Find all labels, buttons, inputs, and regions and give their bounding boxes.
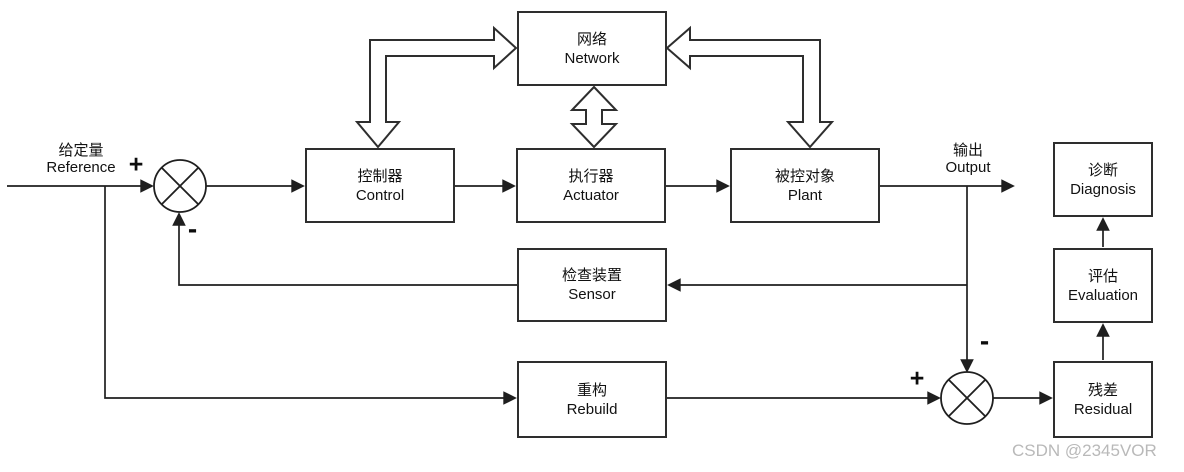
network-control-link-arrow [354,25,518,149]
block-diagnosis-label-en: Diagnosis [1070,180,1136,198]
sign-rebuild-plus: + [909,364,925,393]
label-output: 输出 Output [908,142,1028,176]
network-plant-link-arrow [665,25,835,149]
block-plant: 被控对象 Plant [730,148,880,223]
label-reference-en: Reference [46,159,116,176]
sign-output-minus: - [979,325,989,356]
block-plant-label-zh: 被控对象 [774,167,835,185]
arrow-sensor-to-junction [172,212,517,286]
block-control-label-en: Control [355,186,405,204]
block-sensor-label-zh: 检查装置 [561,267,622,284]
block-actuator: 执行器 Actuator [516,148,666,223]
summing-junction-right [940,371,994,425]
watermark-text: CSDN @2345VOR [1012,441,1157,460]
block-network-label-en: Network [564,49,620,67]
block-actuator-label-en: Actuator [563,186,619,204]
summing-junction-left [153,159,207,213]
block-residual: 残差 Residual [1053,361,1153,438]
arrow-reference-branch-to-rebuild [104,186,517,405]
block-sensor: 检查装置 Sensor [517,248,667,322]
block-evaluation-label-zh: 评估 [1087,267,1118,285]
label-reference-zh: 给定量 [58,142,104,159]
block-diagnosis-label-zh: 诊断 [1087,161,1118,179]
block-rebuild-label-zh: 重构 [576,381,607,399]
block-evaluation-label-en: Evaluation [1067,286,1139,304]
block-evaluation: 评估 Evaluation [1053,248,1153,323]
block-network: 网络 Network [517,11,667,86]
label-output-zh: 输出 [952,142,983,159]
block-diagnosis: 诊断 Diagnosis [1053,142,1153,217]
block-network-label-zh: 网络 [576,30,607,48]
block-plant-label-en: Plant [787,186,823,204]
block-rebuild-label-en: Rebuild [566,400,618,418]
block-control-label-zh: 控制器 [357,167,403,185]
block-rebuild: 重构 Rebuild [517,361,667,438]
label-output-en: Output [945,159,991,176]
network-actuator-link-arrow [569,85,619,149]
sign-feedback-minus: - [187,213,197,244]
block-residual-label-en: Residual [1073,400,1133,418]
sign-reference-plus: + [128,150,144,179]
block-sensor-label-en: Sensor [568,286,616,303]
label-reference: 给定量 Reference [21,142,141,176]
block-residual-label-zh: 残差 [1087,381,1118,399]
block-control: 控制器 Control [305,148,455,223]
block-actuator-label-zh: 执行器 [568,167,614,185]
